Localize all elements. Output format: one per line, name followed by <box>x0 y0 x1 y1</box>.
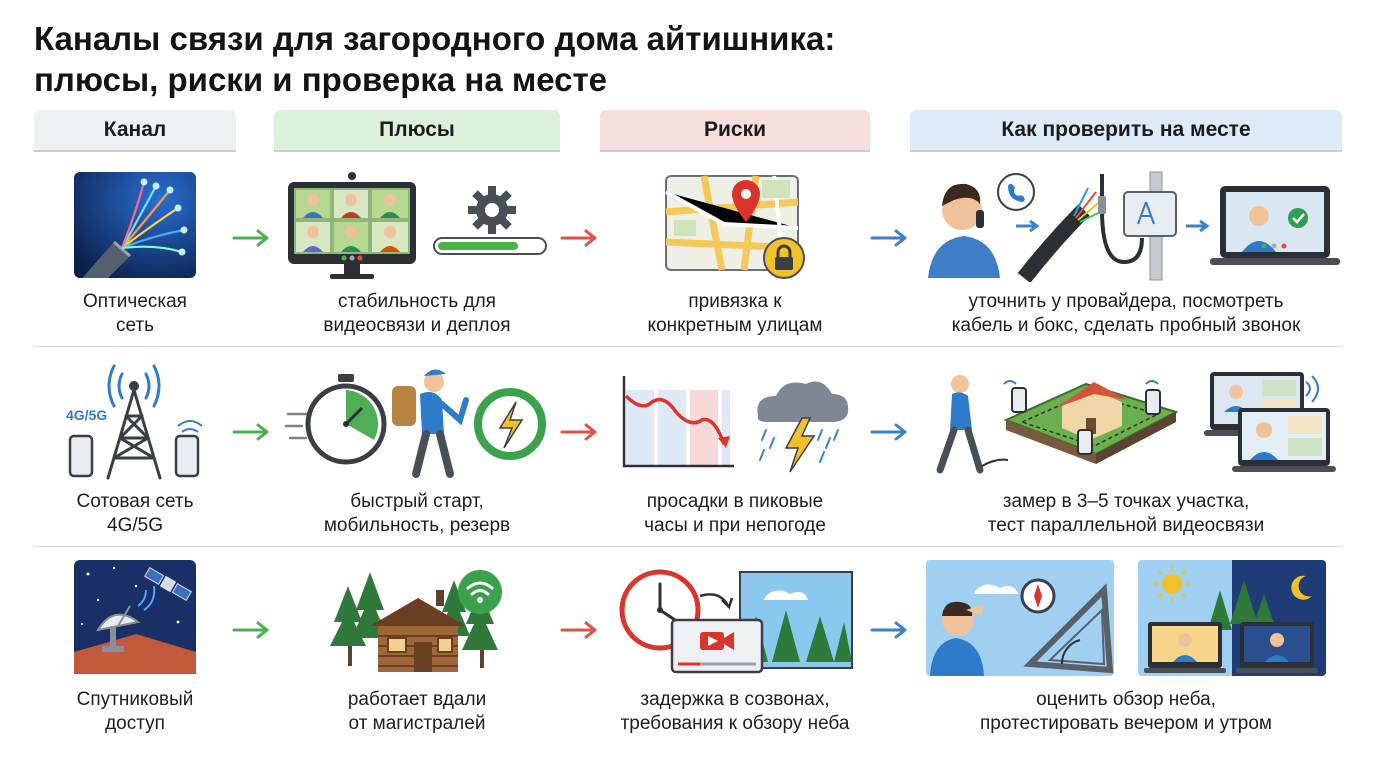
caption-line: 4G/5G <box>107 515 163 536</box>
clock-delay-video-icon <box>619 569 853 674</box>
caption-line: Оптическая <box>83 291 187 312</box>
header-channel: Канал <box>34 110 236 152</box>
blue-arrow-icon <box>870 621 907 639</box>
caption-line: привязка к <box>688 291 782 312</box>
caption-line: уточнить у провайдера, посмотреть <box>968 291 1284 312</box>
row2-channel-label: Сотовая сеть 4G/5G <box>34 490 236 538</box>
map-pin-lock-icon <box>665 175 805 279</box>
video-call-monitor-icon <box>288 172 547 279</box>
red-arrow-icon <box>560 229 597 247</box>
header-risks: Риски <box>600 110 870 152</box>
forest-cabin-wifi-icon <box>330 570 502 672</box>
caption-line: просадки в пиковые <box>646 491 824 512</box>
red-arrow-icon <box>560 621 597 639</box>
row-divider <box>34 346 1342 347</box>
caption-line: замер в 3–5 точках участка, <box>1002 491 1250 512</box>
caption-line: работает вдали <box>347 689 487 710</box>
row3-risks-label: задержка в созвонах, требования к обзору… <box>594 688 876 736</box>
header-check: Как проверить на месте <box>910 110 1342 152</box>
caption-line: доступ <box>105 713 165 734</box>
row2-check-label: замер в 3–5 точках участка, тест паралле… <box>910 490 1342 538</box>
caption-line: быстрый старт, <box>350 491 484 512</box>
row1-check-label: уточнить у провайдера, посмотреть кабель… <box>910 290 1342 338</box>
caption-line: Сотовая сеть <box>76 491 194 512</box>
caption-line: от магистралей <box>348 713 486 734</box>
red-arrow-icon <box>560 423 597 441</box>
caption-line: мобильность, резерв <box>323 515 511 536</box>
caption-line: протестировать вечером и утром <box>980 713 1272 734</box>
stopwatch-hiker-power-icon <box>284 369 546 478</box>
row2-risks-label: просадки в пиковые часы и при непогоде <box>600 490 870 538</box>
row1-risks-label: привязка к конкретным улицам <box>600 290 870 338</box>
row3-check-label: оценить обзор неба, протестировать вечер… <box>910 688 1342 736</box>
caption-line: стабильность для <box>338 291 496 312</box>
cell-tower-icon: 4G/5G <box>66 364 203 480</box>
caption-line: конкретным улицам <box>647 315 823 336</box>
green-arrow-icon <box>232 423 269 441</box>
row-divider <box>34 546 1342 547</box>
satellite-dish-icon <box>74 560 196 674</box>
green-arrow-icon <box>232 621 269 639</box>
row2-pros-label: быстрый старт, мобильность, резерв <box>274 490 560 538</box>
title-line-2: плюсы, риски и проверка на месте <box>34 61 608 98</box>
row3-channel-label: Спутниковый доступ <box>34 688 236 736</box>
caption-line: Спутниковый <box>76 689 194 710</box>
caption-line: видеосвязи и деплоя <box>323 315 511 336</box>
row1-pros-label: стабильность для видеосвязи и деплоя <box>274 290 560 338</box>
tower-label: 4G/5G <box>66 407 107 423</box>
provider-check-illustration <box>928 171 1340 282</box>
caption-line: кабель и бокс, сделать пробный звонок <box>951 315 1301 336</box>
row1-channel-label: Оптическая сеть <box>34 290 236 338</box>
caption-line: сеть <box>115 315 155 336</box>
caption-line: задержка в созвонах, <box>640 689 830 710</box>
caption-line: часы и при непогоде <box>644 515 826 536</box>
green-arrow-icon <box>232 229 269 247</box>
caption-line: требования к обзору неба <box>620 713 850 734</box>
title-line-1: Каналы связи для загородного дома айтишн… <box>34 20 836 57</box>
signal-drop-storm-icon <box>622 376 849 473</box>
row3-pros-label: работает вдали от магистралей <box>274 688 560 736</box>
header-pros: Плюсы <box>274 110 560 152</box>
fiber-optic-icon <box>74 172 196 278</box>
caption-line: оценить обзор неба, <box>1036 689 1216 710</box>
sky-view-check-illustration <box>926 560 1326 676</box>
blue-arrow-icon <box>870 423 907 441</box>
caption-line: тест параллельной видеосвязи <box>987 515 1265 536</box>
site-measurement-illustration <box>936 372 1336 474</box>
blue-arrow-icon <box>870 229 907 247</box>
page-title: Каналы связи для загородного дома айтишн… <box>34 18 835 100</box>
